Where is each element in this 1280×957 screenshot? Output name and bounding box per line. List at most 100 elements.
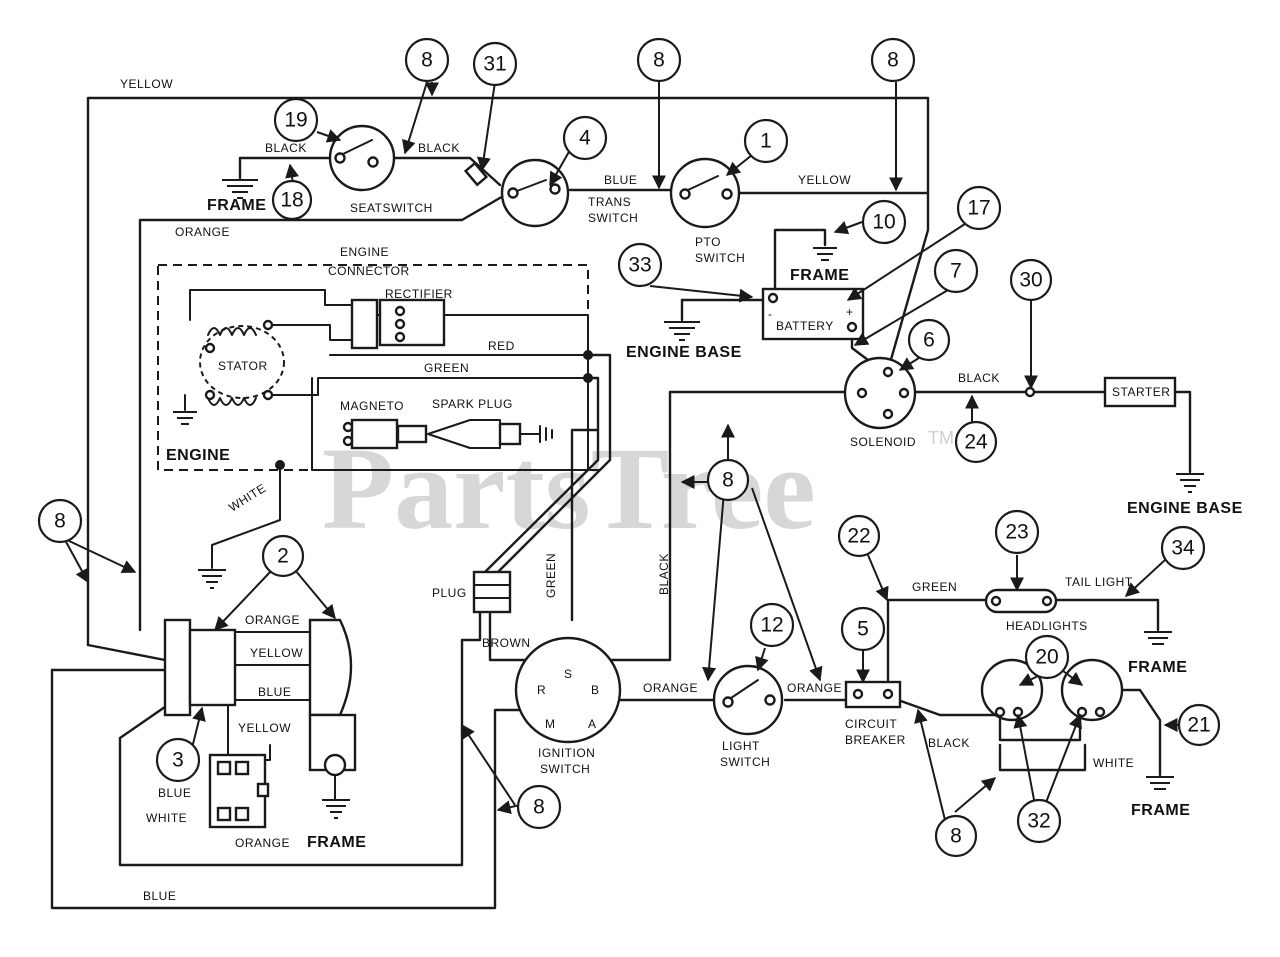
engine-connector-label-1: ENGINE bbox=[340, 245, 389, 259]
callouts: 8 31 8 8 19 18 4 1 10 17 33 7 30 6 24 8 … bbox=[37, 37, 1221, 858]
plug-connector: PLUG bbox=[432, 570, 512, 614]
breaker-label-2: BREAKER bbox=[845, 733, 906, 747]
ignition-term-r: R bbox=[537, 683, 546, 697]
svg-text:3: 3 bbox=[172, 749, 184, 772]
wire-label-orange-light: ORANGE bbox=[787, 681, 842, 695]
wire-label-orange-ign: ORANGE bbox=[643, 681, 698, 695]
battery-label: BATTERY bbox=[776, 319, 834, 333]
svg-text:8: 8 bbox=[950, 825, 962, 848]
circuit-breaker: CIRCUIT BREAKER bbox=[844, 680, 906, 747]
ignition-term-b: B bbox=[591, 683, 600, 697]
battery-minus: - bbox=[768, 307, 773, 321]
battery: - + BATTERY bbox=[761, 287, 865, 341]
trans-label-1: TRANS bbox=[588, 195, 631, 209]
svg-text:10: 10 bbox=[872, 211, 895, 234]
svg-text:8: 8 bbox=[653, 49, 665, 72]
callout-8-top-mid: 8 bbox=[636, 37, 682, 83]
callout-19: 19 bbox=[273, 97, 319, 143]
wire-label-red: RED bbox=[488, 339, 515, 353]
callout-8-center: 8 bbox=[706, 458, 750, 502]
trans-switch: TRANS SWITCH bbox=[500, 158, 638, 228]
svg-text:4: 4 bbox=[579, 127, 591, 150]
callout-17: 17 bbox=[956, 185, 1002, 231]
svg-text:8: 8 bbox=[421, 49, 433, 72]
pto-switch: PTO SWITCH bbox=[669, 157, 745, 265]
light-switch: LIGHT SWITCH bbox=[712, 664, 784, 769]
callout-32: 32 bbox=[1016, 798, 1062, 844]
wire-label-yellow-conn: YELLOW bbox=[238, 721, 291, 735]
watermark-tm: TM bbox=[928, 428, 954, 448]
callout-leaders bbox=[64, 81, 1180, 821]
wire-label-black-solenoid: BLACK bbox=[958, 371, 1000, 385]
callout-20: 20 bbox=[1024, 634, 1070, 680]
engine-connector-label-2: CONNECTOR bbox=[328, 264, 410, 278]
callout-18: 18 bbox=[271, 179, 313, 221]
ignition-term-s: S bbox=[564, 667, 573, 681]
wire-label-brown: BROWN bbox=[482, 636, 531, 650]
callout-2: 2 bbox=[261, 534, 305, 578]
engine-assembly: ENGINE CONNECTOR RECTIFIER STATOR MAGNET… bbox=[199, 245, 593, 470]
callout-4: 4 bbox=[562, 115, 608, 161]
svg-text:33: 33 bbox=[628, 254, 651, 277]
rectifier-label: RECTIFIER bbox=[385, 287, 453, 301]
ignition-term-a: A bbox=[588, 717, 597, 731]
callout-8-lights: 8 bbox=[934, 814, 978, 858]
callout-3: 3 bbox=[155, 737, 201, 783]
light-switch-label-2: SWITCH bbox=[720, 755, 770, 769]
callout-31: 31 bbox=[472, 41, 518, 87]
svg-text:6: 6 bbox=[923, 329, 935, 352]
svg-text:24: 24 bbox=[964, 431, 988, 454]
wire-label-black-lights: BLACK bbox=[928, 736, 970, 750]
ground-symbols bbox=[173, 179, 1204, 819]
callout-8-bottom: 8 bbox=[516, 784, 562, 830]
callout-23: 23 bbox=[994, 509, 1040, 555]
starter-label: STARTER bbox=[1112, 385, 1170, 399]
svg-text:21: 21 bbox=[1187, 714, 1210, 737]
svg-text:34: 34 bbox=[1171, 537, 1195, 560]
ignition-label-2: SWITCH bbox=[540, 762, 590, 776]
callout-5: 5 bbox=[840, 606, 886, 652]
frame-label-tail: FRAME bbox=[1128, 659, 1187, 676]
wire-label-white-engine: WHITE bbox=[226, 481, 268, 515]
wire-label-orange-conn: ORANGE bbox=[235, 836, 290, 850]
engine-base-label-battery: ENGINE BASE bbox=[626, 344, 742, 361]
svg-text:1: 1 bbox=[760, 130, 772, 153]
wire-label-white-bottom: WHITE bbox=[146, 811, 187, 825]
wire-label-green-light: GREEN bbox=[912, 580, 957, 594]
svg-text:7: 7 bbox=[950, 260, 962, 283]
svg-text:5: 5 bbox=[857, 618, 869, 641]
svg-text:31: 31 bbox=[483, 53, 506, 76]
svg-text:30: 30 bbox=[1019, 269, 1042, 292]
svg-text:19: 19 bbox=[284, 109, 307, 132]
callout-10: 10 bbox=[861, 199, 907, 245]
seat-switch: SEATSWITCH bbox=[328, 124, 432, 215]
solenoid: SOLENOID bbox=[843, 356, 917, 449]
tail-light: TAIL LIGHT HEADLIGHTS bbox=[984, 575, 1132, 633]
wire-label-blue-conn: BLUE bbox=[158, 786, 191, 800]
callout-12: 12 bbox=[749, 602, 795, 648]
ignition-term-m: M bbox=[545, 717, 556, 731]
callout-6: 6 bbox=[907, 318, 951, 362]
frame-label-battery: FRAME bbox=[790, 267, 849, 284]
wire-label-blue-alt: BLUE bbox=[258, 685, 291, 699]
callout-34: 34 bbox=[1160, 525, 1206, 571]
svg-text:8: 8 bbox=[722, 469, 734, 492]
svg-text:2: 2 bbox=[277, 545, 289, 568]
wire-label-yellow-pto: YELLOW bbox=[798, 173, 851, 187]
headlights-label: HEADLIGHTS bbox=[1006, 619, 1088, 633]
svg-text:8: 8 bbox=[533, 796, 545, 819]
engine-base-label-starter: ENGINE BASE bbox=[1127, 500, 1243, 517]
battery-plus: + bbox=[846, 305, 854, 319]
solenoid-label: SOLENOID bbox=[850, 435, 916, 449]
plug-label: PLUG bbox=[432, 586, 467, 600]
callout-8-top-left: 8 bbox=[404, 37, 450, 83]
frame-label-headlights: FRAME bbox=[1131, 802, 1190, 819]
ignition-switch: S R B M A IGNITION SWITCH bbox=[514, 636, 622, 776]
wire-label-orange-left: ORANGE bbox=[175, 225, 230, 239]
alternator bbox=[163, 618, 357, 829]
wire-label-green-engine: GREEN bbox=[424, 361, 469, 375]
svg-text:23: 23 bbox=[1005, 521, 1028, 544]
callout-21: 21 bbox=[1177, 703, 1221, 747]
frame-label-seat: FRAME bbox=[207, 197, 266, 214]
